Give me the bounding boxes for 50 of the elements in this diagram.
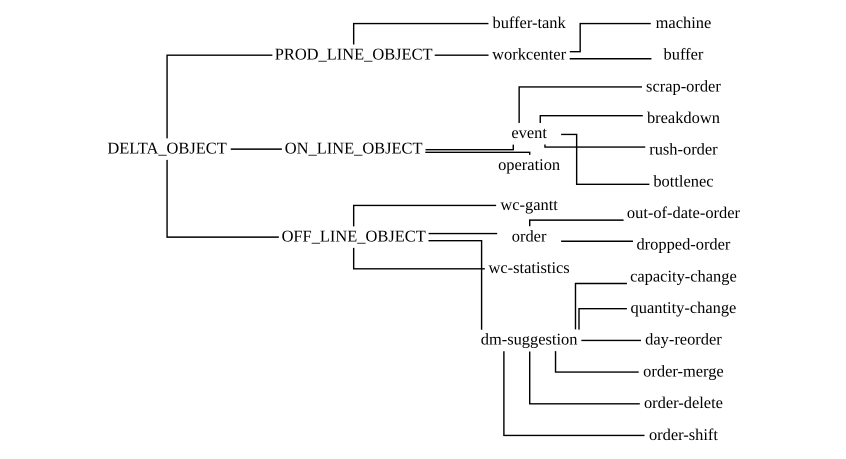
connector <box>166 160 278 238</box>
node-text: breakdown <box>646 108 720 127</box>
connector <box>569 22 650 52</box>
node-text: rush-order <box>648 140 718 159</box>
connector <box>554 351 638 373</box>
node-text: dropped-order <box>636 234 730 254</box>
node-text: ON_LINE_OBJECT <box>284 138 422 158</box>
node-text: buffer <box>663 44 703 64</box>
node-text: wc-gantt <box>500 194 558 214</box>
connector <box>569 58 651 60</box>
connector <box>428 240 482 330</box>
node-text: day-reorder <box>644 330 722 349</box>
node-text: bottlenec <box>652 171 714 190</box>
connector <box>434 54 488 56</box>
node-text: OFF_LINE_OBJECT <box>281 226 426 246</box>
node-text: order-shift <box>648 424 718 444</box>
connector <box>424 152 530 155</box>
connector <box>428 232 497 234</box>
node-text: PROD_LINE_OBJECT <box>274 44 432 64</box>
node-text: order-merge <box>642 361 724 380</box>
connector <box>539 114 642 124</box>
node-text: DELTA_OBJECT <box>106 138 226 158</box>
connector <box>166 54 272 138</box>
node-text: order-delete <box>643 393 722 412</box>
node-text: capacity-change <box>630 266 736 286</box>
node-text: dm-suggestion <box>480 330 577 349</box>
connector <box>352 248 484 270</box>
connector <box>352 204 496 226</box>
connector <box>560 240 632 242</box>
connector <box>574 282 626 330</box>
node-text: out-of-date-order <box>626 203 740 222</box>
connector <box>352 22 488 44</box>
connector <box>502 351 644 436</box>
node-text: operation <box>498 154 560 174</box>
connector <box>518 86 642 123</box>
node-text: event <box>510 123 546 142</box>
node-text: wc-statistics <box>488 258 570 278</box>
connector <box>425 144 514 150</box>
node-text: workcenter <box>492 44 566 64</box>
connector <box>544 144 645 148</box>
node-text: scrap-order <box>646 76 720 96</box>
connector <box>528 351 640 404</box>
node-text: order <box>511 226 546 246</box>
node-text: machine <box>655 12 711 32</box>
node-text: quantity-change <box>630 298 736 318</box>
connector <box>560 134 649 186</box>
connector <box>230 148 282 150</box>
connector <box>580 340 640 342</box>
connector <box>578 308 626 330</box>
node-text: buffer-tank <box>492 12 566 32</box>
